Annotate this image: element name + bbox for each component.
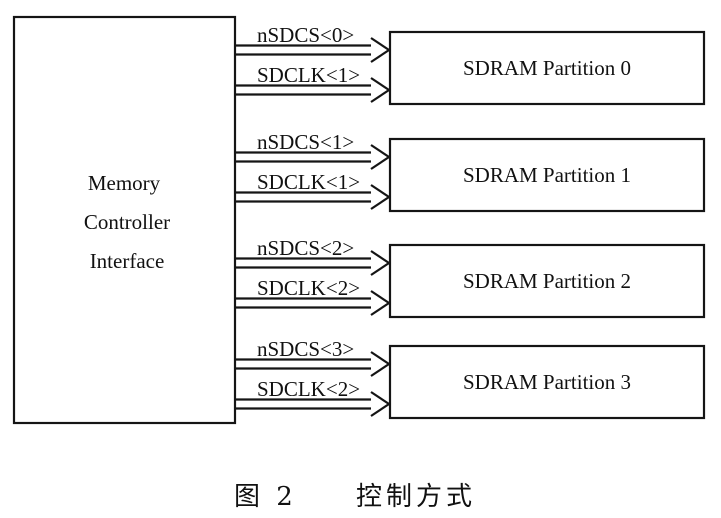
arrow-head	[370, 351, 391, 377]
controller-label-line-2: Controller	[84, 210, 170, 234]
partition-0: SDRAM Partition 0 nSDCS<0> SDCLK<1>	[235, 23, 706, 106]
chip-select-signal-label: nSDCS<3>	[257, 337, 354, 361]
arrow-head	[370, 37, 391, 63]
controller-label-line-3: Interface	[90, 249, 165, 273]
sdram-partition-label: SDRAM Partition 3	[463, 370, 631, 394]
memory-controller-box	[12, 15, 237, 425]
clock-signal-label: SDCLK<1>	[257, 63, 360, 87]
partition-1: SDRAM Partition 1 nSDCS<1> SDCLK<1>	[235, 130, 706, 213]
arrow-head	[370, 184, 391, 210]
sdram-partition-box	[388, 30, 706, 106]
arrow-head	[370, 290, 391, 316]
chip-select-signal-label: nSDCS<1>	[257, 130, 354, 154]
chip-select-arrow	[235, 351, 391, 377]
chip-select-signal-label: nSDCS<0>	[257, 23, 354, 47]
chip-select-arrow	[235, 37, 391, 63]
clock-signal-label: SDCLK<2>	[257, 377, 360, 401]
clock-arrow	[235, 391, 391, 417]
chip-select-arrow	[235, 250, 391, 276]
clock-signal-label: SDCLK<1>	[257, 170, 360, 194]
chip-select-signal-label: nSDCS<2>	[257, 236, 354, 260]
sdram-partition-box	[388, 344, 706, 420]
arrow-head	[370, 391, 391, 417]
partition-3: SDRAM Partition 3 nSDCS<3> SDCLK<2>	[235, 337, 706, 420]
clock-arrow	[235, 290, 391, 316]
arrow-head	[370, 144, 391, 170]
clock-signal-label: SDCLK<2>	[257, 276, 360, 300]
sdram-partition-label: SDRAM Partition 0	[463, 56, 631, 80]
chip-select-arrow	[235, 144, 391, 170]
sdram-partition-label: SDRAM Partition 2	[463, 269, 631, 293]
controller-label-line-1: Memory	[88, 171, 161, 195]
sdram-partition-label: SDRAM Partition 1	[463, 163, 631, 187]
figure-title: 控制方式	[356, 482, 476, 512]
figure-number: 图 2	[234, 482, 297, 512]
arrow-head	[370, 77, 391, 103]
memory-controller-block: Memory Controller Interface	[12, 15, 237, 425]
sdram-partition-box	[388, 243, 706, 319]
partition-2: SDRAM Partition 2 nSDCS<2> SDCLK<2>	[235, 236, 706, 319]
arrow-head	[370, 250, 391, 276]
sdram-partition-box	[388, 137, 706, 213]
clock-arrow	[235, 184, 391, 210]
clock-arrow	[235, 77, 391, 103]
